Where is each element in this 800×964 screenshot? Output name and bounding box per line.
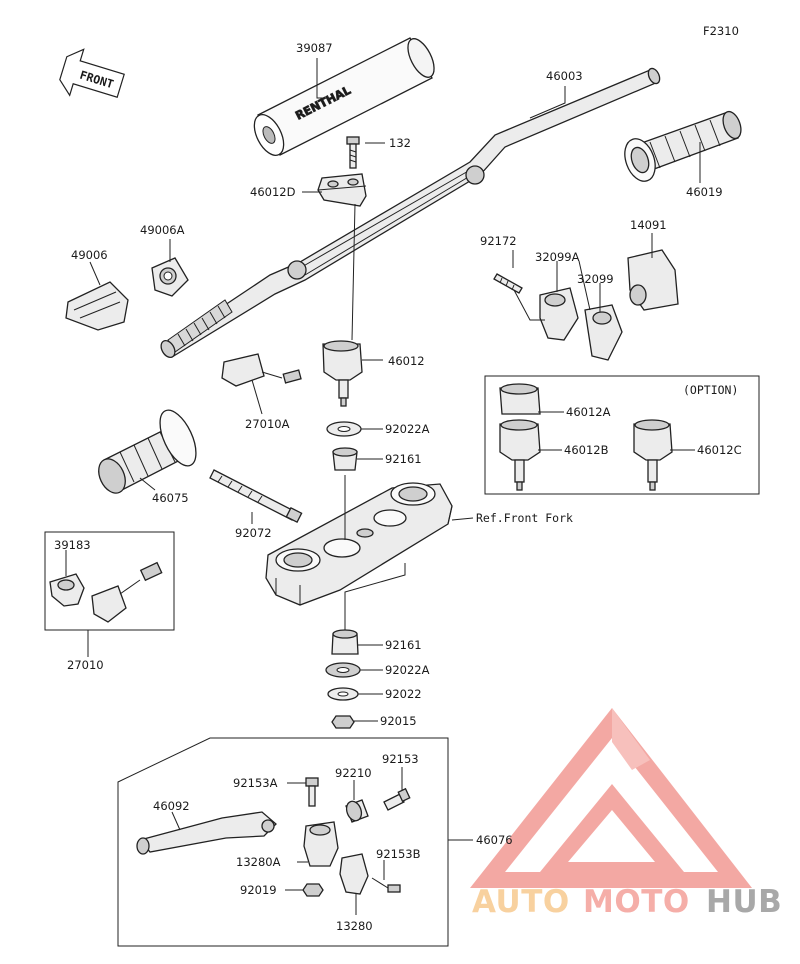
front-arrow: FRONT xyxy=(59,48,125,98)
label-92022A-upper: 92022A xyxy=(385,422,430,436)
label-92072: 92072 xyxy=(235,526,272,540)
adjuster-92210 xyxy=(345,799,369,823)
label-ref-front-fork: Ref.Front Fork xyxy=(476,511,573,525)
bolt-132 xyxy=(346,136,360,169)
clamp-46012A xyxy=(499,383,541,415)
option-box: (OPTION) xyxy=(484,375,760,495)
label-92172: 92172 xyxy=(480,234,517,248)
label-92019: 92019 xyxy=(240,883,277,897)
label-39183: 39183 xyxy=(54,538,91,552)
switch-27010A xyxy=(221,353,302,387)
left-grip xyxy=(98,409,197,494)
watermark-hub: HUB xyxy=(706,884,782,920)
label-92153A: 92153A xyxy=(233,776,278,790)
nut-92019 xyxy=(302,883,324,897)
screw-92172 xyxy=(493,273,523,294)
label-92015: 92015 xyxy=(380,714,417,728)
label-49006A: 49006A xyxy=(140,223,185,237)
clamp-32099A xyxy=(539,287,579,341)
label-39087: 39087 xyxy=(296,41,333,55)
label-46012C: 46012C xyxy=(697,443,742,457)
bolt-92153A xyxy=(305,777,319,807)
part-number-labels: 39087 46003 132 46012D 46019 49006A 4900… xyxy=(54,41,742,933)
label-92022A-lower: 92022A xyxy=(385,663,430,677)
watermark-moto: MOTO xyxy=(583,884,690,920)
figure-code: F2310 xyxy=(703,24,739,38)
label-46075: 46075 xyxy=(152,491,189,505)
label-92161-lower: 92161 xyxy=(385,638,422,652)
label-46092: 46092 xyxy=(153,799,190,813)
clamp-46012C xyxy=(633,419,673,491)
lever-46092 xyxy=(136,811,277,855)
right-grip-throttle xyxy=(624,110,742,182)
watermark-auto: AUTO xyxy=(472,884,570,920)
label-27010A: 27010A xyxy=(245,417,290,431)
perch-13280A xyxy=(303,821,339,867)
clamp-32099 xyxy=(584,304,623,361)
label-46003: 46003 xyxy=(546,69,583,83)
label-13280: 13280 xyxy=(336,919,373,933)
label-92153B: 92153B xyxy=(376,847,421,861)
cable-tie-92072 xyxy=(209,469,303,524)
label-49006: 49006 xyxy=(71,248,108,262)
nut-92015 xyxy=(331,715,355,729)
label-46012: 46012 xyxy=(388,354,425,368)
label-14091: 14091 xyxy=(630,218,667,232)
label-92161-upper: 92161 xyxy=(385,452,422,466)
clutch-lever-box-46076 xyxy=(117,737,449,947)
washer-92022A-upper xyxy=(326,421,362,437)
bolt-92153B xyxy=(371,877,401,893)
holder-39183 xyxy=(49,573,85,607)
label-132: 132 xyxy=(389,136,411,150)
label-46012D: 46012D xyxy=(250,185,296,199)
label-46076: 46076 xyxy=(476,833,513,847)
automotohub-watermark: AUTO MOTO HUB xyxy=(470,708,782,920)
label-32099A: 32099A xyxy=(535,250,580,264)
label-27010: 27010 xyxy=(67,658,104,672)
upper-clamp-46012D xyxy=(317,173,367,207)
guard-49006 xyxy=(65,281,129,331)
bar-pad: RENTHAL xyxy=(253,37,435,156)
label-92153: 92153 xyxy=(382,752,419,766)
label-13280A: 13280A xyxy=(236,855,281,869)
clamp-13280 xyxy=(339,853,369,895)
washer-92022A-lower xyxy=(325,662,361,678)
label-32099: 32099 xyxy=(577,272,614,286)
label-46019: 46019 xyxy=(686,185,723,199)
perch-49006A xyxy=(151,257,189,297)
clamp-46012B xyxy=(499,419,541,491)
triple-clamp xyxy=(265,482,453,606)
option-label: (OPTION) xyxy=(683,383,738,397)
bushing-92161-lower xyxy=(331,629,359,655)
bushing-92161-upper xyxy=(332,447,358,471)
watermark-logo xyxy=(470,708,752,888)
label-46012B: 46012B xyxy=(564,443,609,457)
label-92022: 92022 xyxy=(385,687,422,701)
washer-92022 xyxy=(327,687,359,701)
leader-lines xyxy=(65,58,701,915)
bolt-92153 xyxy=(383,787,411,811)
label-92210: 92210 xyxy=(335,766,372,780)
switch-27010 xyxy=(91,561,163,623)
label-46012A: 46012A xyxy=(566,405,611,419)
lower-clamp-46012 xyxy=(322,340,363,407)
handlebar xyxy=(160,67,661,359)
housing-14091 xyxy=(627,249,679,311)
switch-box-27010 xyxy=(44,531,175,631)
